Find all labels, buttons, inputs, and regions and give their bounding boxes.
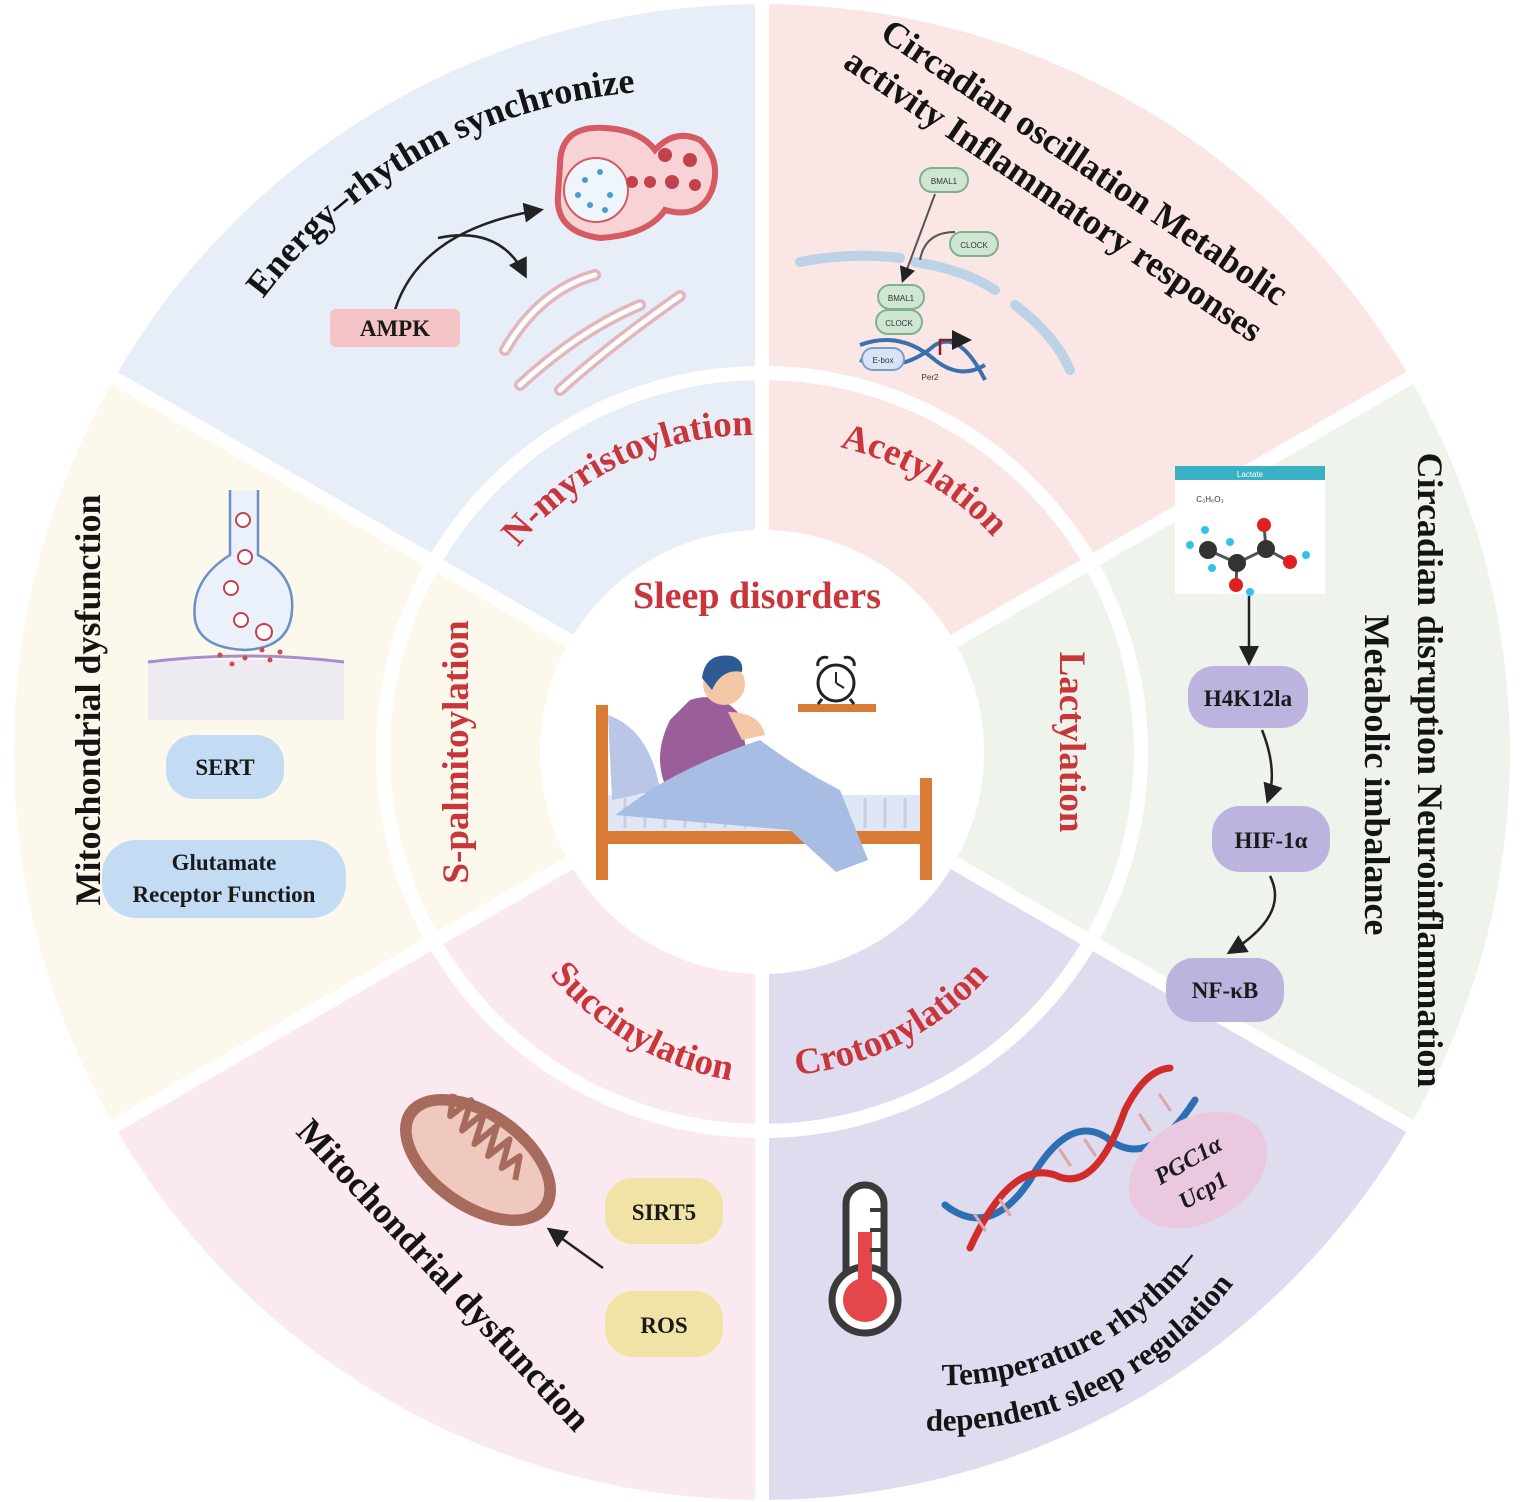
lactate-card-title: Lactate — [1237, 470, 1264, 479]
hif-to-nfkb-arrow — [1226, 875, 1277, 955]
h4k12la-to-hif-arrow — [1260, 729, 1283, 804]
sector-inner-n-myristoylation — [762, 380, 1085, 641]
thermometer-icon — [828, 1181, 902, 1337]
hif1a-tag — [1212, 806, 1330, 872]
sector-inner-succinylation — [390, 566, 570, 938]
sector-outer-crotonylation — [114, 945, 762, 1500]
alarm-clock-icon — [816, 655, 856, 705]
bmal1-label-bottom: BMAL1 — [888, 294, 915, 303]
sector-spoke — [107, 856, 574, 1135]
sector-inner-crotonylation — [439, 863, 762, 1124]
cell-budding-illustration — [554, 124, 718, 242]
glutamate-tag-label-line2: Receptor Function — [133, 882, 316, 907]
ampk-tag-label: AMPK — [360, 316, 430, 341]
per-label: Per2 — [922, 373, 939, 382]
ros-tag-label: ROS — [640, 1313, 687, 1338]
mitochondria-cristae-inner — [502, 272, 683, 393]
h4k12la-tag — [1188, 666, 1308, 728]
circadian-clock-gene-illustration: BMAL1 CLOCK BMAL1 CLOCK E-box Per2 — [795, 167, 1075, 382]
label-s-palmitoylation: S-palmitoylation — [436, 620, 477, 884]
glutamate-tag-label-line1: Glutamate — [172, 850, 277, 875]
sert-tag — [166, 735, 284, 799]
sirt5-ros-to-mitochondrion-arrow — [546, 1227, 604, 1270]
lactate-molecule-card: Lactate C₃H₆O₃ — [1175, 466, 1325, 596]
sector-spoke — [107, 369, 574, 648]
h4k12la-tag-label: H4K12la — [1204, 686, 1293, 711]
outer-label-lactylation-line2: Metabolic imbalance — [1357, 615, 1397, 936]
sector-inner-lactylation — [762, 863, 1085, 1124]
ampk-tag — [330, 309, 460, 347]
sector-ring — [13, 0, 1510, 1502]
ampk-arrow-to-mitochondria — [437, 234, 527, 279]
synapse-illustration — [147, 490, 345, 720]
pgc1a-ucp1-tag — [1128, 1111, 1268, 1229]
outer-label-lactylation-line1: Circadian disruption Neuroinflammation — [1410, 453, 1450, 1088]
outer-label-s-palmitoylation: Mitochondrial dysfunction — [68, 494, 108, 905]
glutamate-tag — [102, 840, 346, 918]
nfkb-tag — [1166, 958, 1284, 1022]
sector-inner-s-palmitoylation — [439, 380, 762, 641]
lactate-formula: C₃H₆O₃ — [1196, 495, 1224, 504]
clock-label-top: CLOCK — [960, 241, 988, 250]
sector-outer-n-myristoylation — [762, 4, 1410, 559]
mitochondrion-icon — [399, 1093, 557, 1227]
label-lactylation: Lactylation — [1051, 652, 1092, 833]
bmal1-label-top: BMAL1 — [931, 177, 958, 186]
hif1a-tag-label: HIF-1α — [1235, 828, 1308, 853]
center-title: Sleep disorders — [633, 575, 881, 617]
nfkb-tag-label: NF-κB — [1192, 978, 1258, 1003]
sector-outer-lactylation — [762, 945, 1410, 1500]
sirt5-tag-label: SIRT5 — [632, 1200, 696, 1225]
bed-illustration — [596, 655, 932, 880]
sirt5-tag — [605, 1178, 723, 1244]
sector-inner-acetylation — [954, 566, 1134, 938]
ampk-arrow-to-cell — [393, 202, 544, 311]
sert-tag-label: SERT — [195, 755, 254, 780]
ebox-label: E-box — [873, 356, 894, 365]
clock-label-bottom: CLOCK — [885, 319, 913, 328]
ros-tag — [605, 1291, 723, 1357]
